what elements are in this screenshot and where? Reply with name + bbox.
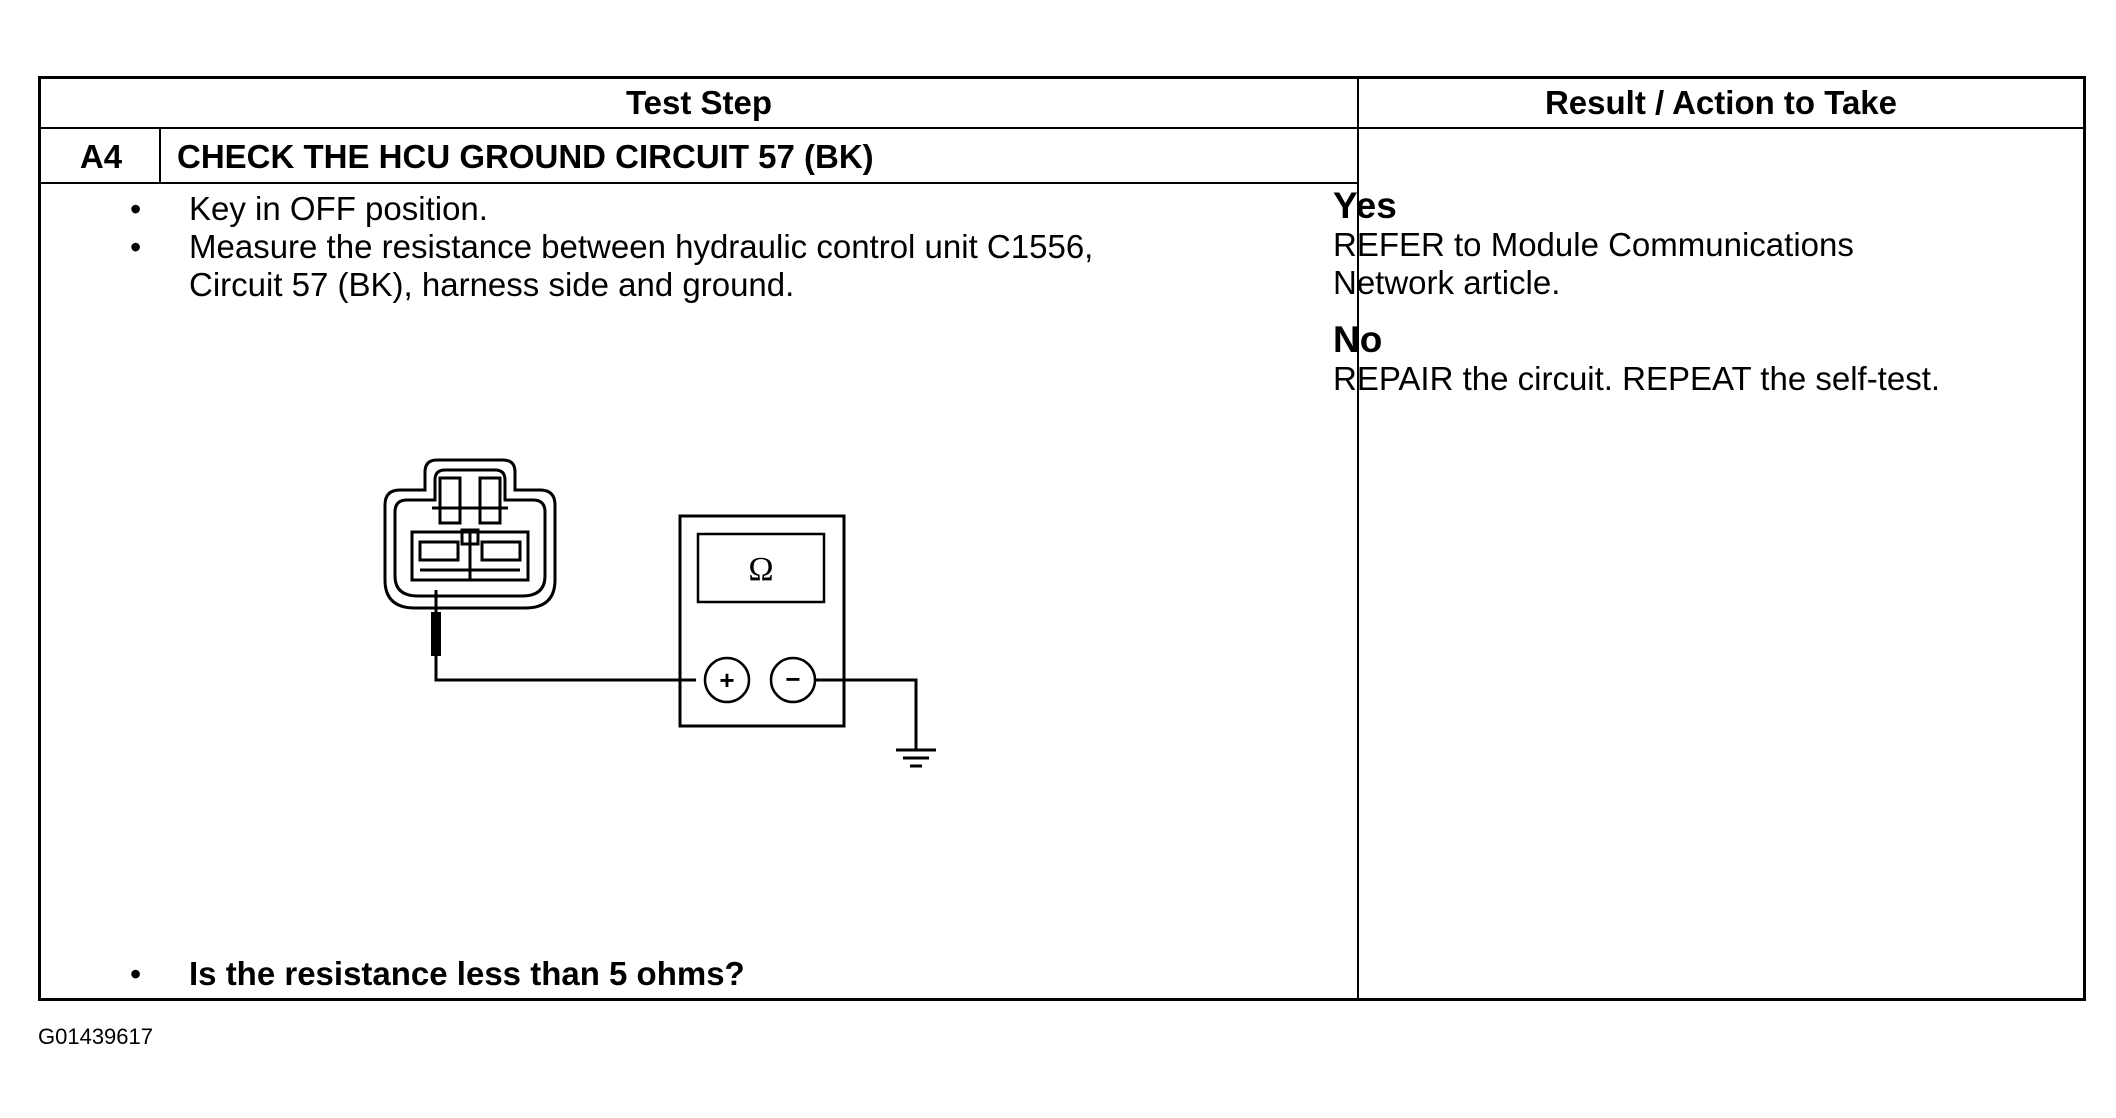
result-yes-line-2: Network article. [1333,264,1561,301]
header-result-action: Result / Action to Take [1544,84,1898,121]
positive-lead-wire [434,656,696,682]
header-divider [41,127,2083,129]
positive-terminal-symbol: + [719,665,734,695]
bullet-marker: • [130,191,142,227]
question-text: Is the resistance less than 5 ohms? [189,955,745,992]
test-probe [431,612,441,656]
step-title: CHECK THE HCU GROUND CIRCUIT 57 (BK) [177,138,874,175]
diagnostic-table: Test Step Result / Action to Take A4 CHE… [38,76,2086,1001]
step-title-divider [41,182,1357,184]
bullet-marker: • [130,956,142,992]
ohm-symbol: Ω [748,551,773,588]
positive-terminal [703,656,751,704]
negative-terminal-symbol: − [785,664,800,694]
header-test-step: Test Step [625,84,773,121]
meter-display [696,532,826,604]
step-id: A4 [79,138,123,175]
column-divider [1357,79,1359,998]
result-no-label: No [1333,319,1383,360]
instruction-measure-line-1: Measure the resistance between hydraulic… [189,228,1094,265]
harness-connector [383,458,557,610]
result-yes-label: Yes [1333,185,1397,226]
negative-lead-wire [815,678,918,750]
bullet-marker: • [130,229,142,265]
step-id-divider [159,127,161,183]
result-no-line-1: REPAIR the circuit. REPEAT the self-test… [1333,360,1941,397]
ohmmeter-connection-diagram: Ω + − [383,458,936,768]
instruction-key-off: Key in OFF position. [189,190,488,227]
ground-symbol [896,748,936,768]
figure-id: G01439617 [38,1024,153,1049]
ohmmeter: Ω + − [678,514,846,728]
result-yes-line-1: REFER to Module Communications [1333,226,1854,263]
instruction-measure-line-2: Circuit 57 (BK), harness side and ground… [189,266,795,303]
